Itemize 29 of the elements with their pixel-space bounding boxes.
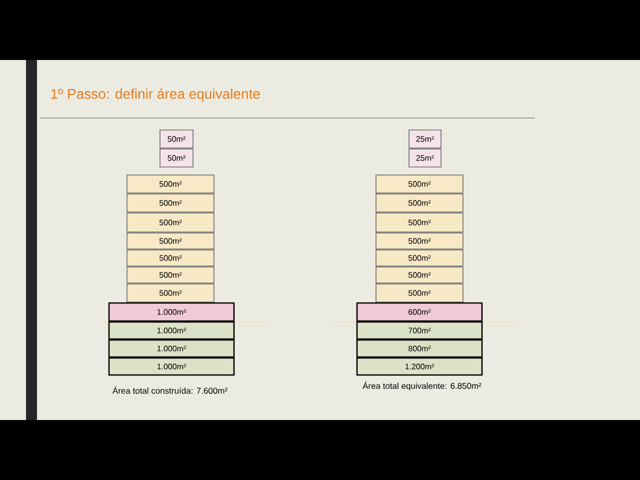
floor-box: 600m² — [356, 302, 483, 322]
floor-box: 25m² — [408, 148, 442, 168]
floor-box: 500m² — [126, 284, 214, 302]
floor-box: 50m² — [160, 130, 194, 148]
floor-box: 500m² — [376, 232, 464, 250]
total-area-text: Área total construída: 7.600m² — [112, 386, 228, 394]
floor-box: 50m² — [160, 148, 194, 168]
slide-title: 1º Passo: definir área equivalente — [51, 88, 260, 102]
floor-box: 500m² — [376, 266, 464, 284]
floor-box: 500m² — [126, 174, 214, 194]
floor-box: 500m² — [376, 284, 464, 302]
floor-box: 1.200m² — [356, 357, 483, 376]
total-area-text: Área total equivalente: 6.850m² — [362, 381, 482, 391]
floor-box: 500m² — [126, 212, 214, 232]
floor-box: 1.000m² — [108, 339, 235, 358]
floor-box: 1.000m² — [108, 302, 235, 322]
floor-box: 1.000m² — [108, 357, 235, 376]
floor-box: 500m² — [126, 232, 214, 250]
floor-box: 500m² — [126, 194, 214, 212]
floor-box: 500m² — [126, 250, 214, 266]
floor-box: 500m² — [126, 266, 214, 284]
floor-box: 800m² — [356, 339, 483, 358]
floor-box: 25m² — [408, 130, 442, 148]
floor-box: 500m² — [376, 194, 464, 212]
floor-box: 500m² — [376, 174, 464, 194]
floor-box: 1.000m² — [108, 321, 235, 340]
floor-box: 500m² — [376, 212, 464, 232]
floor-box: 700m² — [356, 321, 483, 340]
floor-box: 500m² — [376, 250, 464, 266]
